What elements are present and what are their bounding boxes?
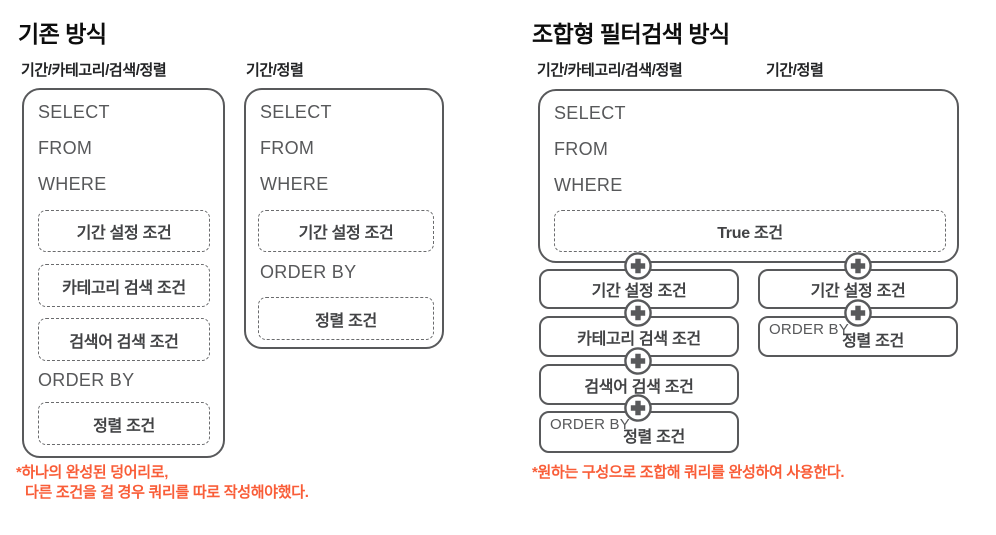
sql-orderby-keyword: ORDER BY [550, 416, 630, 433]
legacy-query-box-full: SELECT FROM WHERE 기간 설정 조건 카테고리 검색 조건 검색… [22, 88, 225, 458]
module-condition-orderby: ORDER BY 정렬 조건 [539, 411, 739, 453]
condition-sort: 정렬 조건 [623, 429, 685, 446]
condition-sort: 정렬 조건 [842, 333, 904, 350]
sql-select-keyword: SELECT [38, 102, 110, 122]
condition-sort: 정렬 조건 [38, 402, 210, 445]
sql-where-keyword: WHERE [554, 175, 623, 195]
sql-orderby-keyword: ORDER BY [769, 321, 849, 338]
plus-icon [624, 299, 652, 327]
combined-label-short: 기간/정렬 [766, 62, 824, 79]
condition-keyword: 검색어 검색 조건 [38, 318, 210, 361]
combined-label-full: 기간/카테고리/검색/정렬 [537, 62, 683, 79]
condition-true: True 조건 [554, 210, 946, 252]
sql-where-keyword: WHERE [38, 174, 107, 194]
legacy-note-line1: *하나의 완성된 덩어리로, [16, 464, 169, 481]
sql-select-keyword: SELECT [554, 103, 626, 123]
sql-orderby-keyword: ORDER BY [260, 262, 357, 282]
plus-icon [624, 347, 652, 375]
legacy-label-short: 기간/정렬 [246, 62, 304, 79]
condition-category: 카테고리 검색 조건 [38, 264, 210, 307]
plus-icon [624, 252, 652, 280]
condition-period: 기간 설정 조건 [258, 210, 434, 252]
sql-from-keyword: FROM [38, 138, 93, 158]
legacy-query-box-short: SELECT FROM WHERE 기간 설정 조건 ORDER BY 정렬 조… [244, 88, 444, 349]
combined-base-query-box: SELECT FROM WHERE True 조건 [538, 89, 959, 263]
sql-from-keyword: FROM [260, 138, 315, 158]
sql-orderby-keyword: ORDER BY [38, 370, 135, 390]
condition-sort: 정렬 조건 [258, 297, 434, 340]
combined-note: *원하는 구성으로 조합해 쿼리를 완성하여 사용한다. [532, 464, 845, 481]
condition-period: 기간 설정 조건 [38, 210, 210, 252]
plus-icon [844, 252, 872, 280]
sql-from-keyword: FROM [554, 139, 609, 159]
combined-section-title: 조합형 필터검색 방식 [532, 21, 730, 47]
sql-select-keyword: SELECT [260, 102, 332, 122]
plus-icon [844, 299, 872, 327]
legacy-section-title: 기존 방식 [18, 21, 107, 47]
legacy-label-full: 기간/카테고리/검색/정렬 [21, 62, 167, 79]
legacy-note-line2: 다른 조건을 걸 경우 쿼리를 따로 작성해야했다. [25, 484, 309, 501]
plus-icon [624, 394, 652, 422]
sql-where-keyword: WHERE [260, 174, 329, 194]
